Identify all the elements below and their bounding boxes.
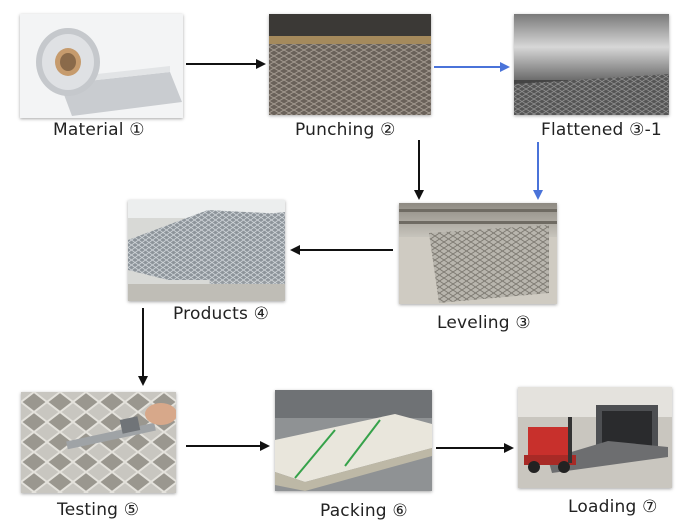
punching-photo	[269, 14, 431, 115]
material-label: Material ①	[53, 120, 145, 140]
testing-label: Testing ⑤	[57, 500, 140, 520]
packing-photo	[275, 390, 432, 491]
punching-label: Punching ②	[295, 120, 396, 140]
material-photo	[20, 14, 183, 118]
packing-label: Packing ⑥	[320, 501, 408, 521]
testing-photo	[21, 392, 176, 493]
loading-label: Loading ⑦	[568, 497, 658, 517]
leveling-label: Leveling ③	[437, 313, 531, 333]
loading-photo	[518, 387, 672, 488]
products-photo	[128, 200, 285, 301]
flattened-photo	[514, 14, 669, 115]
flattened-label: Flattened ③-1	[541, 120, 662, 140]
leveling-photo	[399, 203, 557, 304]
products-label: Products ④	[173, 304, 270, 324]
